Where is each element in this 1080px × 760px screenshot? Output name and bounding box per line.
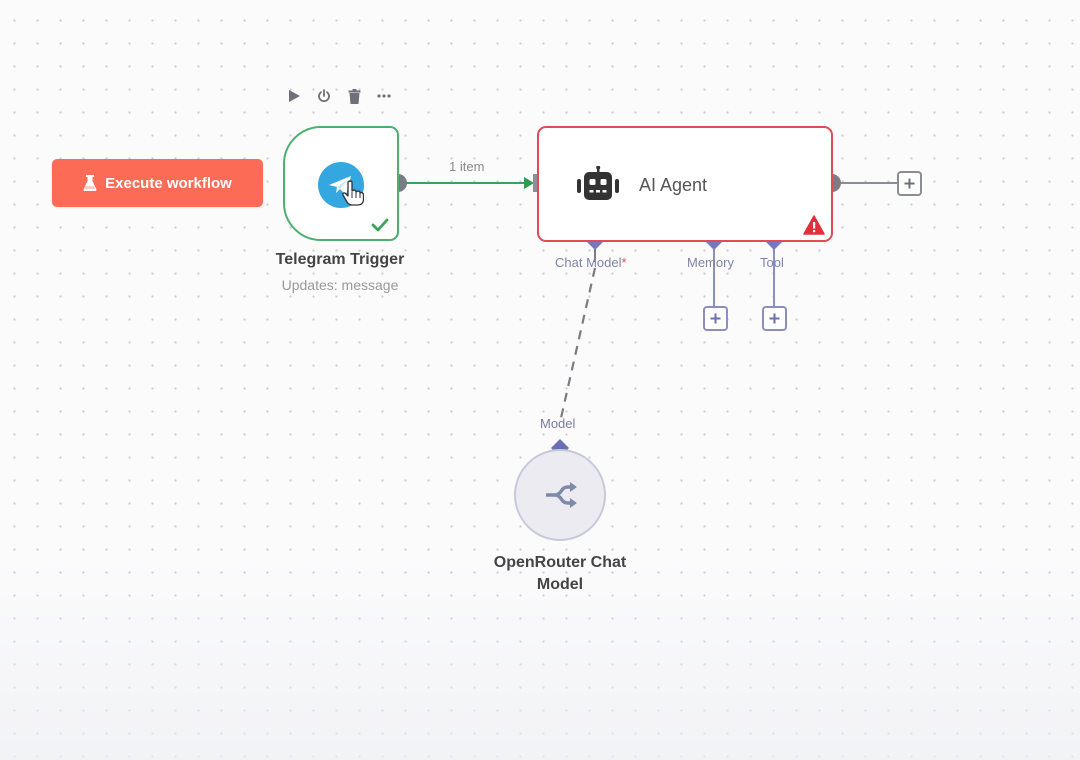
edge-arrowhead: [524, 177, 534, 189]
ai-agent-node[interactable]: AI Agent: [537, 126, 833, 242]
hand-cursor-icon: [342, 180, 364, 206]
openrouter-title-line1: OpenRouter Chat: [493, 554, 627, 571]
agent-node-title: AI Agent: [639, 175, 708, 195]
more-options-button[interactable]: [376, 88, 392, 104]
chat-model-label-text: Chat Model: [555, 255, 622, 270]
execute-workflow-button[interactable]: Execute workflow: [52, 159, 263, 207]
add-tool-button[interactable]: [762, 306, 787, 331]
openrouter-icon: [546, 482, 577, 508]
plus-icon: [710, 313, 721, 324]
deactivate-node-button[interactable]: [316, 88, 332, 104]
add-next-node-button[interactable]: [897, 171, 922, 196]
trash-icon: [348, 88, 360, 104]
model-port-label: Model: [540, 416, 576, 431]
warning-icon[interactable]: [803, 215, 825, 235]
plus-icon: [904, 178, 915, 189]
openrouter-chat-model-node[interactable]: [514, 449, 606, 541]
edge-item-count: 1 item: [449, 159, 485, 174]
power-icon: [318, 89, 330, 103]
edge-model-agent[interactable]: [559, 267, 597, 419]
robot-icon: [577, 166, 619, 200]
telegram-trigger-node[interactable]: [283, 126, 399, 241]
openrouter-node-title: OpenRouter Chat Model: [460, 552, 660, 596]
success-check-icon: [371, 218, 389, 232]
add-memory-button[interactable]: [703, 306, 728, 331]
execute-node-button[interactable]: [286, 88, 302, 104]
flask-icon: [83, 175, 97, 191]
telegram-node-title: Telegram Trigger: [275, 251, 405, 268]
ellipsis-icon: [377, 94, 391, 98]
node-toolbar: [283, 86, 396, 106]
tool-port-label: Tool: [760, 255, 784, 270]
chat-model-port-label: Chat Model*: [555, 255, 627, 270]
execute-workflow-label: Execute workflow: [105, 174, 232, 192]
required-marker: *: [621, 255, 627, 270]
memory-port-label: Memory: [687, 255, 734, 270]
telegram-node-subtitle: Updates: message: [281, 277, 399, 293]
delete-node-button[interactable]: [346, 88, 362, 104]
play-icon: [288, 90, 300, 102]
openrouter-title-line2: Model: [536, 576, 584, 593]
plus-icon: [769, 313, 780, 324]
